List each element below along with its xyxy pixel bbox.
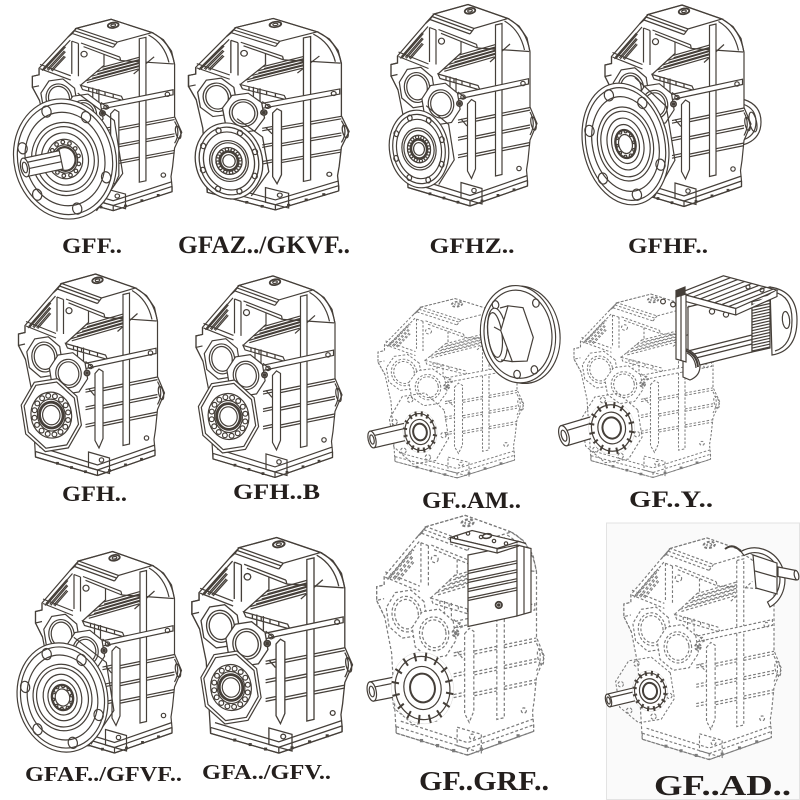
svg-text:GF..AM..: GF..AM.. <box>422 488 521 513</box>
svg-text:GFH..: GFH.. <box>62 481 127 506</box>
svg-text:GFAZ../GKVF..: GFAZ../GKVF.. <box>178 230 350 259</box>
svg-text:GF..Y..: GF..Y.. <box>629 487 713 512</box>
svg-text:GFHZ..: GFHZ.. <box>430 233 515 258</box>
svg-text:GFAF../GFVF..: GFAF../GFVF.. <box>25 762 182 786</box>
svg-text:GFA../GFV..: GFA../GFV.. <box>202 760 331 784</box>
svg-text:GFHF..: GFHF.. <box>628 233 708 258</box>
svg-text:GF..AD..: GF..AD.. <box>654 771 791 800</box>
svg-text:GFF..: GFF.. <box>62 233 122 258</box>
svg-text:GFH..B: GFH..B <box>233 479 320 504</box>
svg-text:GF..GRF..: GF..GRF.. <box>419 766 549 796</box>
